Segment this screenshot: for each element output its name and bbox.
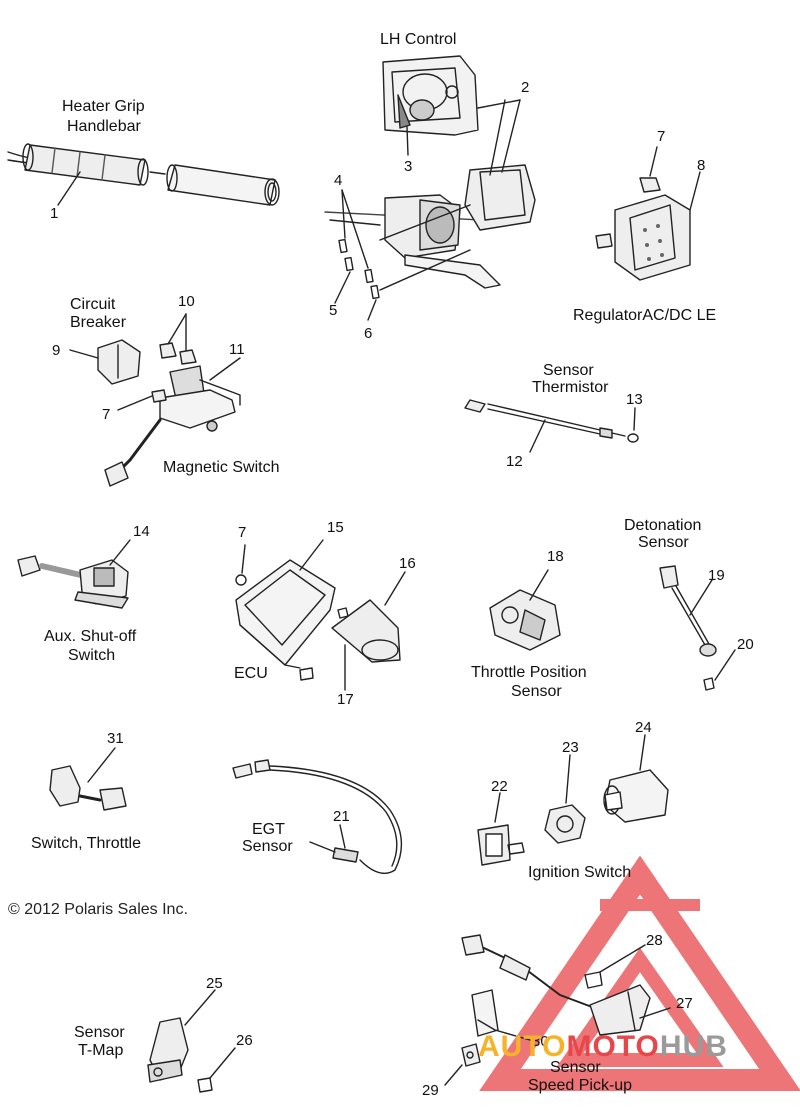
aux-shutoff-part bbox=[17, 539, 131, 609]
tmap-sensor-part bbox=[147, 989, 236, 1093]
speed-pickup-label: Speed Pick-up bbox=[528, 1077, 633, 1094]
callout-29: 29 bbox=[422, 1082, 439, 1099]
callout-21: 21 bbox=[333, 808, 350, 825]
handlebar-label: Handlebar bbox=[67, 118, 141, 135]
callout-7a: 7 bbox=[657, 128, 666, 145]
detonation-sensor-label: Sensor bbox=[638, 534, 689, 551]
magnetic-switch-label: Magnetic Switch bbox=[163, 459, 280, 476]
ignition-switch-label: Ignition Switch bbox=[528, 864, 632, 881]
thermistor-part bbox=[464, 399, 639, 453]
heater-grip-label: Heater Grip bbox=[62, 98, 145, 115]
callout-16: 16 bbox=[399, 555, 416, 572]
throttle-position-sensor-label: Sensor bbox=[511, 683, 562, 700]
copyright-text: © 2012 Polaris Sales Inc. bbox=[8, 901, 188, 918]
thermistor-sensor-label: Sensor bbox=[543, 362, 594, 379]
egt-label: EGT bbox=[252, 821, 285, 838]
detonation-sensor-part bbox=[659, 565, 736, 691]
tmap-label: T-Map bbox=[78, 1042, 124, 1059]
ecu-label: ECU bbox=[234, 665, 268, 682]
regulator-part bbox=[595, 146, 701, 281]
callout-24: 24 bbox=[635, 719, 652, 736]
callout-19: 19 bbox=[708, 567, 725, 584]
callout-30: 30 bbox=[532, 1033, 549, 1050]
callout-8: 8 bbox=[697, 157, 706, 174]
callout-9: 9 bbox=[52, 342, 61, 359]
callout-3: 3 bbox=[404, 158, 413, 175]
watermark-hub: HUB bbox=[659, 1030, 728, 1063]
circuit-breaker-part bbox=[69, 339, 141, 385]
magnetic-switch-part bbox=[104, 313, 241, 487]
tmap-sensor-label: Sensor bbox=[74, 1024, 125, 1041]
ecu-part bbox=[235, 539, 406, 691]
callout-25: 25 bbox=[206, 975, 223, 992]
callout-20: 20 bbox=[737, 636, 754, 653]
callout-2: 2 bbox=[521, 79, 530, 96]
speed-sensor-label: Sensor bbox=[550, 1059, 601, 1076]
callout-15: 15 bbox=[327, 519, 344, 536]
callout-12: 12 bbox=[506, 453, 523, 470]
speed-pickup-part bbox=[444, 934, 671, 1086]
throttle-position-sensor-part bbox=[489, 569, 561, 651]
handlebar-part bbox=[166, 164, 280, 206]
callout-14: 14 bbox=[133, 523, 150, 540]
ignition-nut-part bbox=[544, 754, 586, 844]
throttle-switch-part bbox=[49, 747, 127, 811]
callout-31: 31 bbox=[107, 730, 124, 747]
ignition-key-part bbox=[477, 792, 525, 866]
watermark-text: AUTOMOTOHUB bbox=[478, 1030, 728, 1064]
ignition-cylinder-part bbox=[603, 734, 669, 823]
callout-4: 4 bbox=[334, 172, 343, 189]
callout-6: 6 bbox=[364, 325, 373, 342]
switch-throttle-label: Switch, Throttle bbox=[31, 835, 141, 852]
callout-18: 18 bbox=[547, 548, 564, 565]
egt-sensor-part bbox=[232, 759, 403, 874]
callout-28: 28 bbox=[646, 932, 663, 949]
aux-shutoff-label: Aux. Shut-off bbox=[44, 628, 137, 645]
callout-10: 10 bbox=[178, 293, 195, 310]
callout-27: 27 bbox=[676, 995, 693, 1012]
detonation-label: Detonation bbox=[624, 517, 702, 534]
callout-5: 5 bbox=[329, 302, 338, 319]
callout-11: 11 bbox=[229, 341, 245, 358]
callout-7b: 7 bbox=[102, 406, 111, 423]
aux-switch-label: Switch bbox=[68, 647, 116, 664]
callout-26: 26 bbox=[236, 1032, 253, 1049]
lh-control-assembly bbox=[324, 99, 536, 321]
lh-control-label: LH Control bbox=[380, 31, 457, 48]
callout-1: 1 bbox=[50, 205, 59, 222]
callout-23: 23 bbox=[562, 739, 579, 756]
watermark-moto: MOTO bbox=[566, 1030, 660, 1063]
lh-control-box bbox=[382, 55, 521, 156]
callout-17: 17 bbox=[337, 691, 354, 708]
thermistor-label: Thermistor bbox=[532, 379, 609, 396]
callout-7c: 7 bbox=[238, 524, 247, 541]
egt-sensor-label: Sensor bbox=[242, 838, 293, 855]
watermark-auto: AUTO bbox=[478, 1030, 567, 1063]
throttle-position-label: Throttle Position bbox=[471, 664, 587, 681]
regulator-label: RegulatorAC/DC LE bbox=[573, 307, 717, 324]
circuit-label: Circuit bbox=[70, 296, 116, 313]
heater-grip-part bbox=[7, 143, 166, 206]
callout-22: 22 bbox=[491, 778, 508, 795]
breaker-label: Breaker bbox=[70, 314, 127, 331]
callout-13: 13 bbox=[626, 391, 643, 408]
